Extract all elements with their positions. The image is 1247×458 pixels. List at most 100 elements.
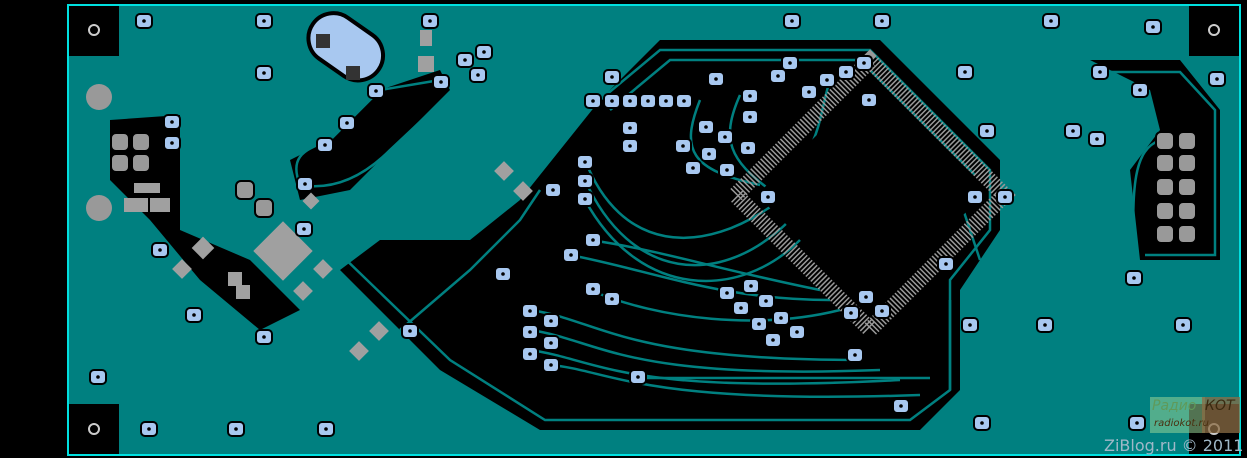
via <box>255 65 273 81</box>
via <box>996 189 1014 205</box>
via <box>295 221 313 237</box>
via <box>1064 123 1082 139</box>
via <box>966 189 984 205</box>
via <box>584 232 602 248</box>
via <box>521 346 539 362</box>
via <box>700 146 718 162</box>
via <box>621 120 639 136</box>
trace <box>1100 70 1217 257</box>
watermark: ZiBlog.ru © 2011 <box>1104 436 1244 455</box>
logo-bg-right <box>1202 397 1240 433</box>
via <box>1088 131 1106 147</box>
mounting-hole <box>88 423 100 435</box>
via <box>716 129 734 145</box>
via <box>788 324 806 340</box>
trace <box>583 199 801 283</box>
via <box>163 135 181 151</box>
via <box>657 93 675 109</box>
via <box>401 323 419 339</box>
via <box>1208 71 1226 87</box>
connector-pad <box>1155 131 1175 151</box>
via <box>818 72 836 88</box>
via <box>781 55 799 71</box>
via <box>584 93 602 109</box>
via <box>456 52 474 68</box>
vias <box>89 13 1226 437</box>
via <box>432 74 450 90</box>
connector-pad <box>1155 177 1175 197</box>
via <box>367 83 385 99</box>
via <box>750 316 768 332</box>
connector-pad <box>110 132 130 152</box>
connector-pad <box>1177 201 1197 221</box>
via <box>338 115 356 131</box>
via <box>584 281 602 297</box>
via <box>227 421 245 437</box>
via <box>757 293 775 309</box>
via <box>800 84 818 100</box>
via <box>629 369 647 385</box>
via <box>742 278 760 294</box>
via <box>674 138 692 154</box>
via <box>1174 317 1192 333</box>
via <box>764 332 782 348</box>
via <box>151 242 169 258</box>
via <box>1125 270 1143 286</box>
via <box>469 67 487 83</box>
via <box>741 88 759 104</box>
via <box>1144 19 1162 35</box>
via <box>842 305 860 321</box>
trace <box>399 189 542 331</box>
via <box>873 13 891 29</box>
via <box>1042 13 1060 29</box>
via <box>421 13 439 29</box>
via <box>621 93 639 109</box>
via <box>603 93 621 109</box>
trace <box>549 363 921 398</box>
via <box>732 300 750 316</box>
via <box>855 55 873 71</box>
via <box>937 256 955 272</box>
copper-free-area <box>110 115 300 330</box>
via <box>684 160 702 176</box>
via <box>783 13 801 29</box>
via <box>603 291 621 307</box>
connector-pad <box>1155 224 1175 244</box>
logo-bg-left <box>1150 397 1205 433</box>
via <box>163 114 181 130</box>
via <box>956 64 974 80</box>
connector-pad <box>1177 177 1197 197</box>
logo-url: radiokot.ru <box>1154 418 1209 429</box>
via <box>1131 82 1149 98</box>
via <box>697 119 715 135</box>
via <box>317 421 335 437</box>
connector-pad <box>1155 201 1175 221</box>
via <box>135 13 153 29</box>
via <box>846 347 864 363</box>
via <box>837 64 855 80</box>
via <box>140 421 158 437</box>
connector-pad <box>131 132 151 152</box>
via <box>89 369 107 385</box>
via <box>718 285 736 301</box>
via <box>639 93 657 109</box>
via <box>296 176 314 192</box>
via <box>316 137 334 153</box>
via <box>675 93 693 109</box>
crystal <box>306 11 386 83</box>
via <box>978 123 996 139</box>
via <box>576 154 594 170</box>
via <box>769 68 787 84</box>
via <box>475 44 493 60</box>
via <box>857 289 875 305</box>
trace <box>583 179 791 267</box>
via <box>621 138 639 154</box>
via <box>576 191 594 207</box>
connector-pad <box>1177 224 1197 244</box>
via <box>1091 64 1109 80</box>
logo-part2: КОТ <box>1205 398 1235 414</box>
connector-pad <box>1177 131 1197 151</box>
via <box>542 313 560 329</box>
radiokot-logo: Радио КОТ radiokot.ru <box>1150 397 1240 433</box>
